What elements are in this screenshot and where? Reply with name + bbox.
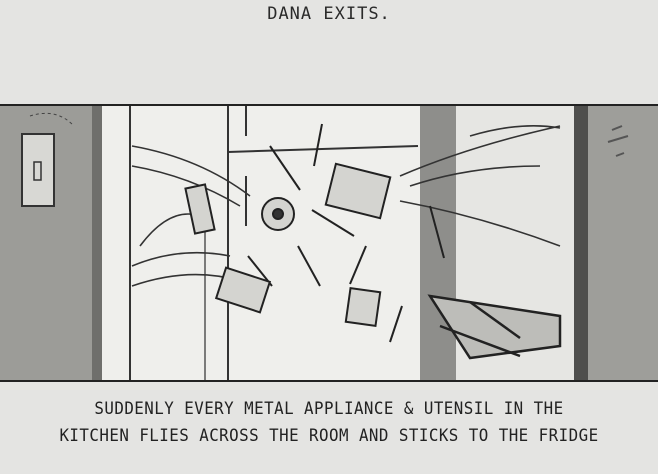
spatula-icon [184, 183, 216, 235]
peeler-icon [389, 305, 403, 343]
freezer-line [227, 145, 419, 153]
bottom-caption: SUDDENLY EVERY METAL APPLIANCE & UTENSIL… [0, 396, 658, 466]
knife-icon [269, 145, 301, 191]
pot-icon [344, 286, 382, 328]
bottom-caption-line-2: KITCHEN FLIES ACROSS THE ROOM AND STICKS… [59, 426, 599, 446]
light-switch-toggle [33, 161, 42, 181]
tongs-icon [429, 205, 445, 259]
storyboard-panel [0, 104, 658, 382]
can-icon [214, 266, 272, 314]
fork-icon [313, 123, 323, 167]
whisk-icon [297, 245, 321, 287]
butter-knife-icon [311, 209, 355, 237]
fridge-side-column [420, 106, 456, 380]
flying-utensils [184, 123, 445, 343]
right-wall [588, 106, 658, 380]
top-caption: DANA EXITS. [267, 4, 391, 24]
spoon-icon [349, 245, 367, 285]
bottom-caption-line-1: SUDDENLY EVERY METAL APPLIANCE & UTENSIL… [94, 399, 564, 419]
light-switch-plate [21, 133, 55, 207]
cabinet-door-appliance [427, 294, 562, 360]
shade-marks-right [607, 125, 629, 157]
toaster-icon [324, 162, 392, 220]
left-wall-edge [92, 106, 102, 380]
doorframe-dark [574, 106, 588, 380]
kitchen-sketch [0, 106, 658, 380]
